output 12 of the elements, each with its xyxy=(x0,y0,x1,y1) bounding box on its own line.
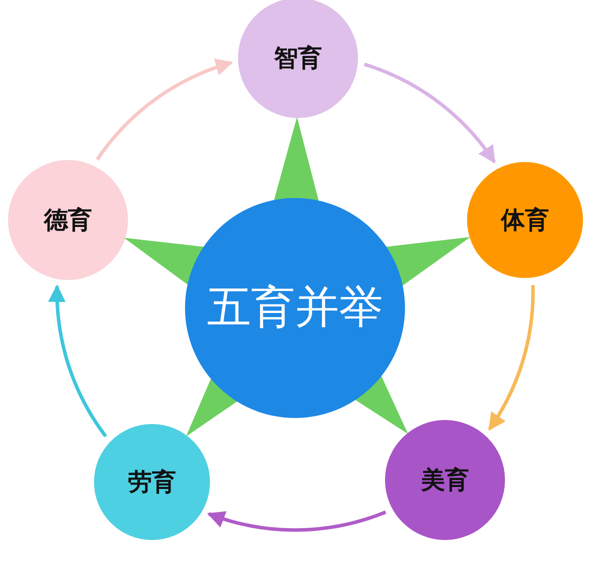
node-label: 美育 xyxy=(421,465,469,496)
arrow xyxy=(488,285,535,431)
arrow xyxy=(207,510,386,532)
node-label: 劳育 xyxy=(128,467,176,498)
arrow xyxy=(364,62,496,164)
star-shape xyxy=(124,116,471,436)
node-label: 德育 xyxy=(44,205,92,236)
arrow xyxy=(48,284,108,438)
node-label: 体育 xyxy=(501,205,549,236)
node-label: 智育 xyxy=(274,43,322,74)
arrow xyxy=(96,58,234,161)
node-label: 五育并举 xyxy=(206,281,383,336)
